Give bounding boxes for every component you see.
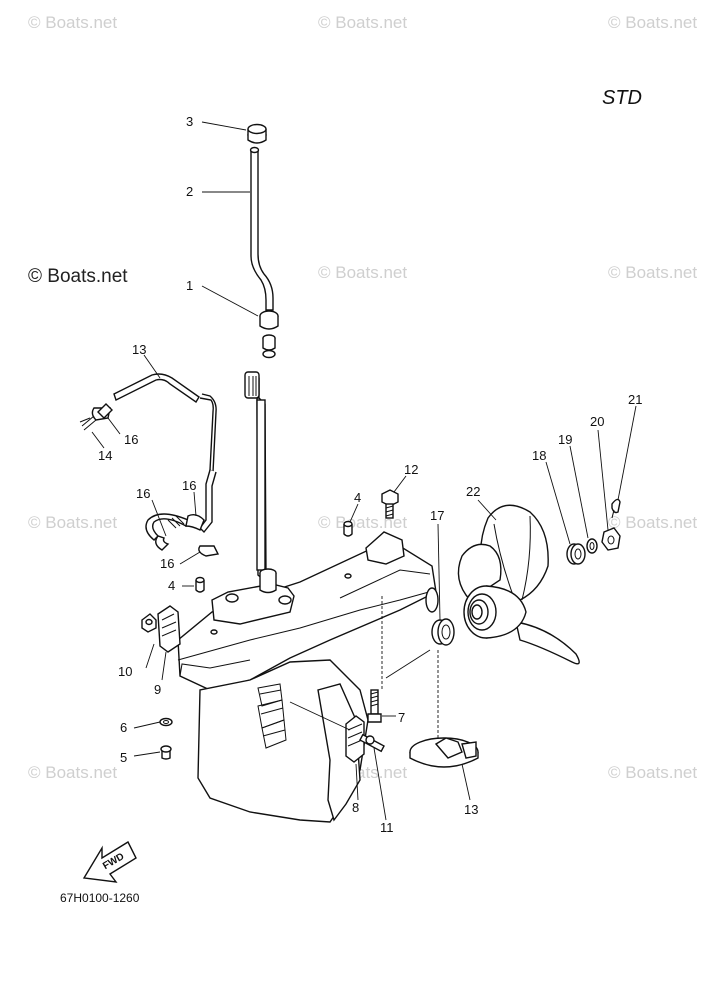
watermark: © Boats.net (608, 263, 697, 282)
watermark: © Boats.net (318, 263, 407, 282)
drive-shaft (244, 371, 267, 582)
watermark-main: © Boats.net (28, 266, 128, 287)
callout-19: 19 (558, 432, 572, 447)
watermarks: © Boats.net © Boats.net © Boats.net © Bo… (28, 13, 697, 782)
trim-tab-bracket (141, 605, 181, 653)
watermark: © Boats.net (318, 513, 407, 532)
callout-4b: 4 (354, 490, 361, 505)
callout-11: 10 (118, 664, 132, 679)
bolt-13 (381, 489, 399, 519)
trim-tab-12 (409, 737, 479, 768)
bolt-washer-5-6 (159, 717, 173, 760)
cooling-hose-assembly (79, 373, 220, 557)
dowel-pins (195, 520, 353, 593)
callout-16c: 16 (182, 478, 196, 493)
anode-8-bolt-10 (345, 715, 385, 763)
watermark: © Boats.net (318, 13, 407, 32)
center-lines (289, 596, 439, 740)
leader-lines (91, 121, 637, 821)
fwd-arrow: FWD (82, 841, 137, 883)
callout-20: 20 (590, 414, 604, 429)
callout-21: 21 (628, 392, 642, 407)
bolt-7 (367, 689, 382, 723)
callout-3: 3 (186, 114, 193, 129)
callout-numbers: 3 2 1 13 16 14 16 16 16 4 4 12 17 22 18 … (98, 114, 642, 835)
callout-15: 14 (98, 448, 112, 463)
watermark: © Boats.net (608, 13, 697, 32)
water-tube-assembly (247, 123, 279, 359)
callout-22: 22 (466, 484, 480, 499)
callout-16b: 16 (136, 486, 150, 501)
callout-2: 2 (186, 184, 193, 199)
callout-9: 9 (154, 682, 161, 697)
watermark: © Boats.net (608, 763, 697, 782)
callout-5: 5 (120, 750, 127, 765)
callout-13: 12 (404, 462, 418, 477)
callout-4a: 4 (168, 578, 175, 593)
callout-16d: 16 (160, 556, 174, 571)
thrust-washer-17 (431, 618, 455, 646)
prop-hardware-18-21 (566, 498, 621, 565)
gearcase (177, 531, 439, 823)
callout-10: 11 (380, 820, 394, 835)
callout-17: 17 (430, 508, 444, 523)
callout-18: 18 (532, 448, 546, 463)
std-label: STD (602, 87, 642, 109)
callout-6: 6 (120, 720, 127, 735)
callout-1: 1 (186, 278, 193, 293)
callout-7: 7 (398, 710, 405, 725)
part-code: 67H0100-1260 (60, 891, 140, 905)
watermark: © Boats.net (608, 513, 697, 532)
propeller-22 (457, 504, 580, 665)
callout-16a: 16 (124, 432, 138, 447)
watermark: © Boats.net (28, 763, 117, 782)
callout-8: 8 (352, 800, 359, 815)
watermark: © Boats.net (28, 513, 117, 532)
watermark: © Boats.net (28, 13, 117, 32)
callout-14: 13 (132, 342, 146, 357)
callout-12-label: 13 (464, 802, 478, 817)
